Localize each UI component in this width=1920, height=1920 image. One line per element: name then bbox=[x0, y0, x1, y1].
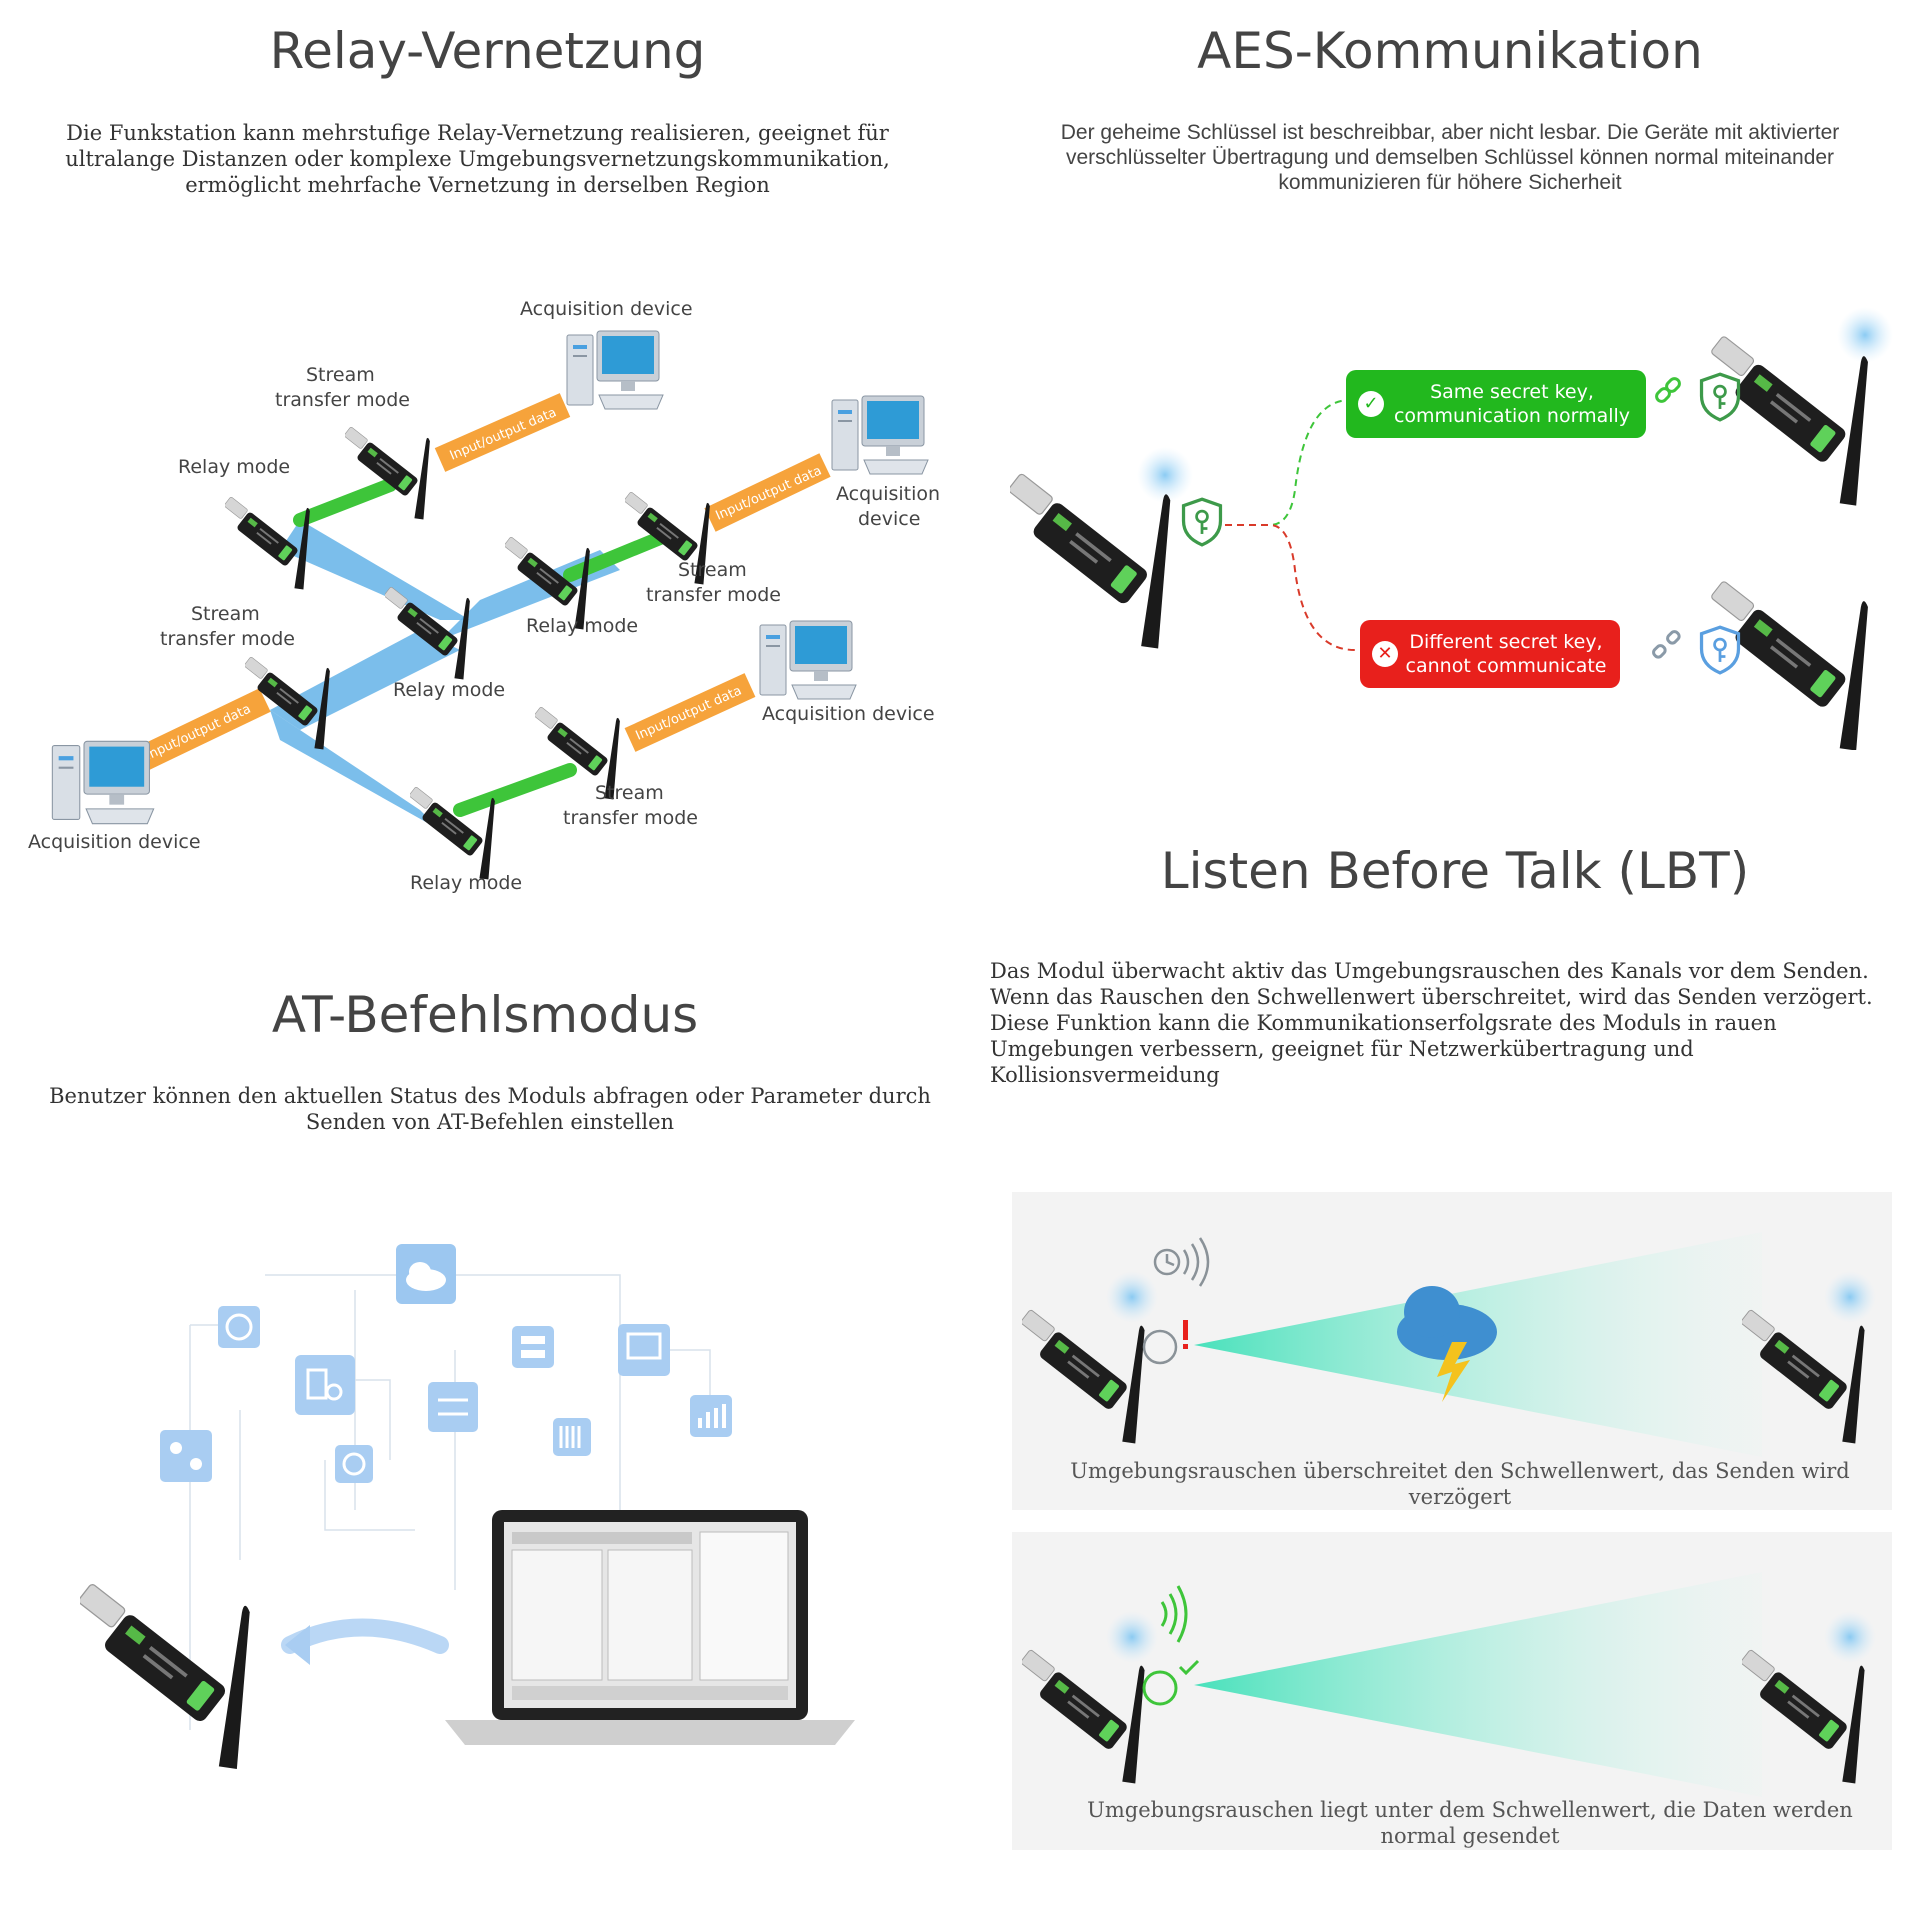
label-relay-left: Relay mode bbox=[178, 456, 291, 478]
shield-icon bbox=[1181, 497, 1223, 547]
users-sync-icon bbox=[160, 1430, 212, 1482]
connector-ok bbox=[1225, 399, 1351, 526]
lbt-scene-delayed bbox=[1022, 1232, 1876, 1457]
label-relay-center: Relay mode bbox=[393, 679, 506, 701]
label-acquisition-mid: Acquisition device bbox=[762, 703, 935, 725]
label-acquisition-left: Acquisition device bbox=[28, 831, 201, 853]
radio-module bbox=[345, 426, 431, 520]
at-title: AT-Befehlsmodus bbox=[271, 986, 699, 1044]
label-stream-bottom-2: transfer mode bbox=[563, 807, 698, 829]
broken-link-icon bbox=[1652, 630, 1681, 659]
label-stream-left-2: transfer mode bbox=[160, 628, 295, 650]
svg-text:Input/output data: Input/output data bbox=[448, 405, 559, 463]
aes-title: AES-Kommunikation bbox=[1197, 22, 1703, 80]
connector-fail bbox=[1225, 524, 1356, 651]
relay-link bbox=[270, 710, 440, 830]
stream-arrow bbox=[293, 478, 397, 527]
label-relay-bottom: Relay mode bbox=[410, 872, 523, 894]
lbt-description: Das Modul überwacht aktiv das Umgebungsr… bbox=[990, 959, 1873, 1087]
io-arrow: Input/output data bbox=[704, 453, 831, 532]
shield-icon bbox=[1699, 625, 1741, 675]
label-stream-top-2: transfer mode bbox=[275, 389, 410, 411]
at-description: Benutzer können den aktuellen Status des… bbox=[49, 1084, 931, 1134]
gauge-icon bbox=[218, 1306, 260, 1348]
radio-module bbox=[1022, 1308, 1146, 1444]
noise-ok-icon bbox=[1142, 1659, 1200, 1706]
svg-text:Input/output data: Input/output data bbox=[143, 702, 253, 764]
label-acquisition-top: Acquisition device bbox=[520, 298, 693, 320]
storm-cloud-icon bbox=[1397, 1286, 1497, 1402]
label-acquisition-right-2: device bbox=[858, 508, 921, 530]
io-arrow: Input/output data bbox=[434, 393, 571, 472]
svg-text:Input/output data: Input/output data bbox=[714, 463, 825, 523]
different-key-badge: ✕ Different secret key,cannot communicat… bbox=[1360, 620, 1620, 688]
computer-icon bbox=[759, 620, 857, 700]
link-icon bbox=[1655, 377, 1681, 403]
label-stream-mid-1: Stream bbox=[678, 559, 747, 581]
radio-module bbox=[1710, 334, 1869, 507]
lbt-caption-delayed: Umgebungsrauschen überschreitet den Schw… bbox=[1070, 1459, 1850, 1509]
svg-text:Input/output data: Input/output data bbox=[634, 683, 745, 743]
at-diagram bbox=[80, 1244, 855, 1770]
radio-module bbox=[80, 1582, 251, 1770]
computer-icon bbox=[831, 395, 929, 475]
laptop-icon bbox=[445, 1510, 855, 1745]
server-icon bbox=[512, 1326, 554, 1368]
transfer-icon bbox=[428, 1382, 478, 1432]
same-key-badge: ✓ Same secret key,communication normally bbox=[1346, 370, 1646, 438]
computer-icon bbox=[51, 740, 155, 825]
io-arrow: Input/output data bbox=[134, 688, 271, 772]
label-stream-top-1: Stream bbox=[306, 364, 375, 386]
aes-diagram bbox=[1010, 307, 1893, 750]
barcode-icon bbox=[553, 1418, 591, 1456]
label-stream-bottom-1: Stream bbox=[595, 782, 664, 804]
check-icon: ✓ bbox=[1358, 391, 1384, 417]
radio-module bbox=[1010, 472, 1171, 650]
chart-monitor-icon bbox=[618, 1324, 670, 1376]
label-stream-left-1: Stream bbox=[191, 603, 260, 625]
computer-icon bbox=[566, 330, 664, 410]
radio-module bbox=[1022, 1648, 1146, 1784]
aes-description: Der geheime Schlüssel ist beschreibbar, … bbox=[1060, 121, 1840, 194]
bar-chart-icon bbox=[690, 1395, 732, 1437]
relay-title: Relay-Vernetzung bbox=[269, 22, 706, 80]
stream-arrow bbox=[453, 763, 577, 817]
command-arrow bbox=[281, 1618, 449, 1654]
relay-description: Die Funkstation kann mehrstufige Relay-V… bbox=[65, 121, 890, 197]
cloud-icon bbox=[396, 1244, 456, 1304]
io-arrow: Input/output data bbox=[624, 673, 756, 752]
relay-link bbox=[270, 630, 460, 730]
shield-icon bbox=[1699, 372, 1741, 422]
signal-icon bbox=[1160, 1585, 1188, 1643]
lbt-scene-normal bbox=[1022, 1572, 1876, 1797]
label-stream-mid-2: transfer mode bbox=[646, 584, 781, 606]
search-document-icon bbox=[295, 1355, 355, 1415]
lbt-caption-normal: Umgebungsrauschen liegt unter dem Schwel… bbox=[1087, 1798, 1853, 1848]
clock-signal-icon bbox=[1153, 1237, 1210, 1287]
network-icon bbox=[335, 1445, 373, 1483]
relay-link bbox=[280, 520, 470, 620]
noise-warning-icon bbox=[1142, 1320, 1188, 1365]
cross-icon: ✕ bbox=[1372, 641, 1398, 667]
lbt-title: Listen Before Talk (LBT) bbox=[1160, 842, 1750, 900]
relay-diagram: Input/output data Input/output data Inpu… bbox=[51, 330, 929, 880]
label-acquisition-right-1: Acquisition bbox=[836, 483, 941, 505]
label-relay-mid: Relay mode bbox=[526, 615, 639, 637]
